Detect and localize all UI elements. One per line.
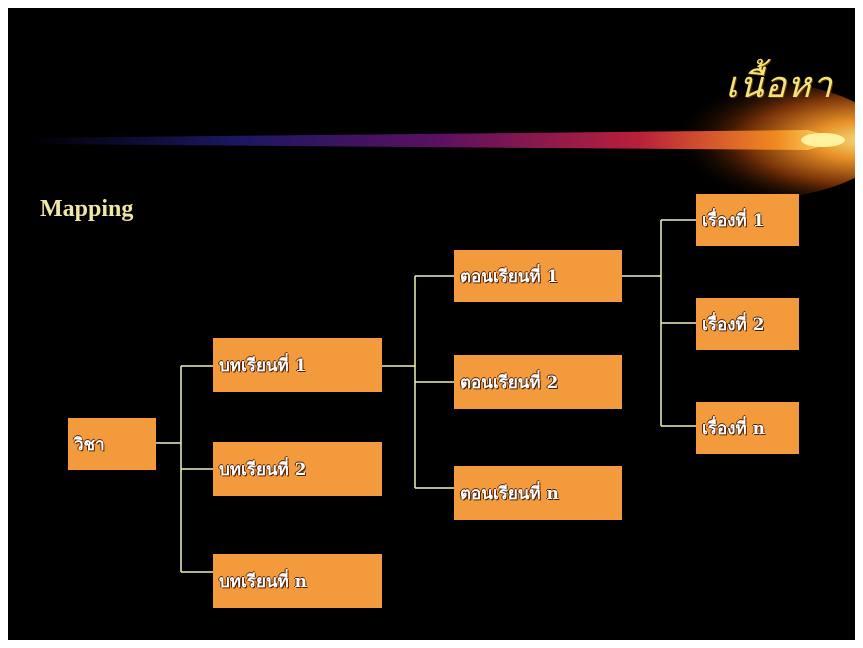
lesson-node-n: บทเรียนที่ n	[213, 554, 382, 608]
part-node-1: ตอนเรียนที่ 1	[454, 250, 622, 302]
mapping-label: Mapping	[40, 196, 134, 222]
part-node-n: ตอนเรียนที่ n	[454, 466, 622, 520]
topic-node-1: เรื่องที่ 1	[696, 194, 799, 246]
slide: เนื้อหา Mapping วิชา บทเรียนที่ 1 บทเรีย…	[8, 8, 855, 640]
root-node: วิชา	[68, 418, 156, 470]
connector-lines	[156, 219, 696, 573]
comet-decoration	[28, 78, 855, 202]
part-node-2: ตอนเรียนที่ 2	[454, 355, 622, 409]
lesson-node-1: บทเรียนที่ 1	[213, 338, 382, 392]
lesson-node-2: บทเรียนที่ 2	[213, 442, 382, 496]
slide-heading: เนื้อหา	[725, 65, 833, 106]
topic-node-n: เรื่องที่ n	[696, 402, 799, 454]
topic-node-2: เรื่องที่ 2	[696, 298, 799, 350]
